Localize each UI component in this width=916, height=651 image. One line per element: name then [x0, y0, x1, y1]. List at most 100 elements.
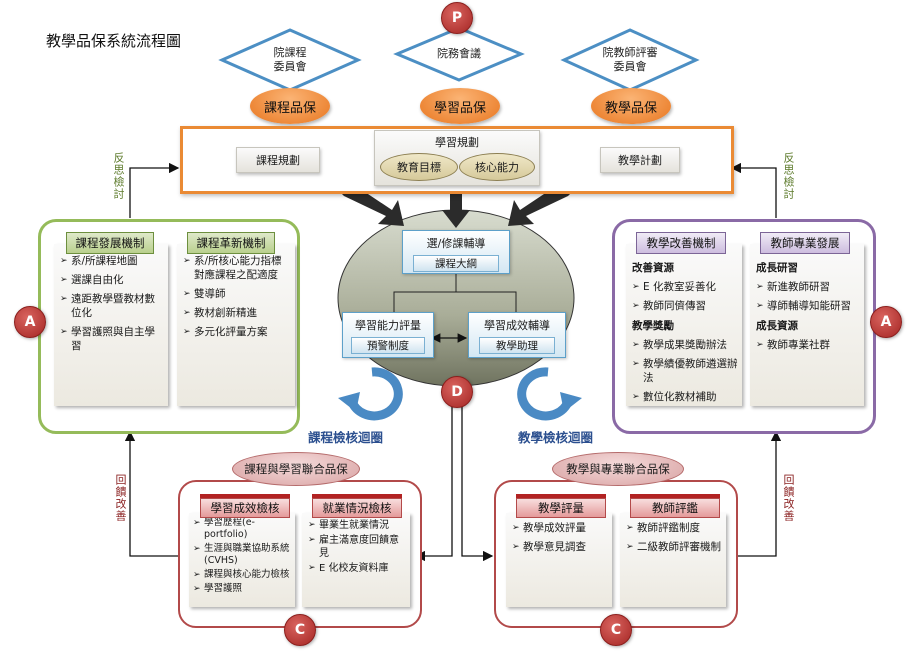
teaching-improve-header: 教學改善機制 — [636, 232, 726, 254]
list-item: 多元化評量方案 — [183, 325, 291, 339]
marker-a-left: A — [14, 306, 46, 338]
teaching-eval-header-wrap: 教學評量 — [516, 494, 606, 518]
list-item: E 化教室妥善化 — [632, 280, 738, 294]
list-item: 教師專業社群 — [756, 338, 860, 352]
header-bar — [200, 494, 290, 498]
list-item: 課程與核心能力檢核 — [193, 569, 293, 581]
d-to-right-line — [461, 404, 494, 562]
feedback-left-label: 回饋改善 — [114, 474, 127, 522]
list-item: 教師同儕傳習 — [632, 299, 738, 313]
teaching-qa-oval: 教學與專業聯合品保 — [552, 452, 684, 486]
cycle-right-icon — [517, 367, 582, 421]
teaching-prof-list-1: 新進教師研習 導師輔導知能研習 — [756, 280, 860, 313]
curriculum-dev-box: 系/所課程地圖 選課自由化 遠距教學暨教材數位化 學習護照與自主學習 — [54, 244, 168, 406]
list-item: 二級教師評審機制 — [626, 540, 724, 554]
list-item: 系/所課程地圖 — [60, 254, 164, 268]
list-item: 教材創新精進 — [183, 306, 291, 320]
committee-2-line1: 院務會議 — [437, 47, 481, 60]
teaching-improve-content: 改善資源 E 化教室妥善化 教師同儕傳習 教學獎勵 教學成果獎勵辦法 教學績優教… — [626, 244, 742, 404]
cycle-right-label: 教學檢核迴圈 — [518, 430, 594, 445]
feedback-left-line — [124, 430, 178, 557]
page-title: 教學品保系統流程圖 — [46, 32, 182, 50]
teaching-prof-list-2: 教師專業社群 — [756, 338, 860, 352]
list-item: 導師輔導知能研習 — [756, 299, 860, 313]
plan-competency-oval: 核心能力 — [459, 153, 535, 181]
list-item: 雇主滿意度回饋意見 — [308, 534, 408, 560]
reflect-left-line — [129, 162, 180, 218]
plan-teaching: 教學計劃 — [600, 147, 680, 173]
learning-outcome-header: 學習成效檢核 — [200, 498, 290, 518]
marker-d: D — [441, 376, 473, 408]
list-item: E 化校友資料庫 — [308, 562, 408, 575]
section-heading: 改善資源 — [632, 262, 674, 274]
reflect-right-line — [730, 162, 777, 218]
reflect-right-label: 反思檢討 — [782, 152, 795, 200]
committee-3-line2: 委員會 — [613, 60, 647, 73]
learning-tutoring-title: 學習成效輔導 — [484, 319, 550, 332]
qa-label-curriculum: 課程品保 — [250, 88, 330, 124]
course-advising-title: 選/修課輔導 — [426, 237, 486, 250]
committee-1-line1: 院課程 — [273, 46, 307, 59]
marker-a-right: A — [870, 306, 902, 338]
qa-label-teaching: 教學品保 — [591, 88, 671, 124]
learning-outcome-list: 學習歷程(e-portfolio) 生涯與職業協助系統(CVHS) 課程與核心能… — [189, 513, 295, 595]
teacher-review-header-wrap: 教師評鑑 — [630, 494, 720, 518]
teaching-improve-list-1: E 化教室妥善化 教師同儕傳習 — [632, 280, 738, 313]
ability-assessment-box: 學習能力評量 預警制度 — [342, 312, 434, 358]
marker-p: P — [441, 2, 473, 34]
marker-c-right: C — [600, 614, 632, 646]
employment-list: 畢業生就業情況 雇主滿意度回饋意見 E 化校友資料庫 — [302, 513, 410, 575]
ability-assessment-title: 學習能力評量 — [355, 319, 421, 332]
teacher-review-header: 教師評鑑 — [630, 498, 720, 518]
employment-header: 就業情況檢核 — [312, 498, 402, 518]
list-item: 教學成效評量 — [512, 521, 610, 535]
course-advising-box: 選/修課輔導 課程大綱 — [402, 230, 510, 274]
list-item: 新進教師研習 — [756, 280, 860, 294]
employment-box: 畢業生就業情況 雇主滿意度回饋意見 E 化校友資料庫 — [302, 513, 410, 607]
list-item: 學習護照與自主學習 — [60, 325, 164, 353]
learning-tutoring-sub: 教學助理 — [479, 337, 555, 354]
committee-1-text: 院課程 委員會 — [240, 46, 340, 74]
list-item: 學習護照 — [193, 583, 293, 595]
feedback-right-label: 回饋改善 — [782, 474, 795, 522]
ability-assessment-sub: 預警制度 — [351, 337, 425, 354]
curriculum-dev-list: 系/所課程地圖 選課自由化 遠距教學暨教材數位化 學習護照與自主學習 — [54, 244, 168, 353]
list-item: 數位化教材補助 — [632, 390, 738, 404]
qa-label-learning: 學習品保 — [420, 88, 500, 124]
marker-c-left: C — [284, 614, 316, 646]
cycle-left-icon — [338, 367, 403, 421]
header-bar — [630, 494, 720, 498]
teaching-prof-box: 成長研習 新進教師研習 導師輔導知能研習 成長資源 教師專業社群 — [750, 244, 864, 406]
teaching-prof-header: 教師專業發展 — [760, 232, 850, 254]
diamond-committee-2 — [393, 26, 525, 82]
plan-course: 課程規劃 — [236, 147, 320, 173]
learning-outcome-header-wrap: 學習成效檢核 — [200, 494, 290, 518]
oval-tree-lines — [393, 272, 457, 312]
learning-tutoring-box: 學習成效輔導 教學助理 — [468, 312, 566, 358]
teaching-eval-box: 教學成效評量 教學意見調查 — [506, 513, 612, 607]
list-item: 學習歷程(e-portfolio) — [193, 517, 293, 541]
course-advising-sub: 課程大綱 — [413, 255, 499, 272]
teaching-improve-box: 改善資源 E 化教室妥善化 教師同儕傳習 教學獎勵 教學成果獎勵辦法 教學績優教… — [626, 244, 742, 406]
feedback-right-line — [736, 430, 782, 557]
list-item: 教學意見調查 — [512, 540, 610, 554]
header-bar — [516, 494, 606, 498]
list-item: 雙導師 — [183, 287, 291, 301]
list-item: 教學成果獎勵辦法 — [632, 338, 738, 352]
committee-3-text: 院教師評審 委員會 — [580, 46, 680, 74]
teaching-prof-content: 成長研習 新進教師研習 導師輔導知能研習 成長資源 教師專業社群 — [750, 244, 864, 352]
curriculum-innov-box: 系/所核心能力指標對應課程之配適度 雙導師 教材創新精進 多元化評量方案 — [177, 244, 295, 406]
section-heading: 成長資源 — [756, 320, 798, 332]
employment-header-wrap: 就業情況檢核 — [312, 494, 402, 518]
list-item: 系/所核心能力指標對應課程之配適度 — [183, 254, 291, 282]
section-heading: 教學獎勵 — [632, 320, 674, 332]
section-heading: 成長研習 — [756, 262, 798, 274]
teaching-improve-list-2: 教學成果獎勵辦法 教學績優教師遴選辦法 數位化教材補助 — [632, 338, 738, 404]
teacher-review-list: 教師評鑑制度 二級教師評審機制 — [620, 513, 726, 554]
list-item: 遠距教學暨教材數位化 — [60, 292, 164, 320]
learning-outcome-box: 學習歷程(e-portfolio) 生涯與職業協助系統(CVHS) 課程與核心能… — [189, 513, 295, 607]
fat-arrow-center — [442, 190, 470, 228]
list-item: 教學績優教師遴選辦法 — [632, 357, 738, 385]
d-to-left-line — [414, 404, 453, 562]
curriculum-innov-header: 課程革新機制 — [187, 232, 275, 254]
